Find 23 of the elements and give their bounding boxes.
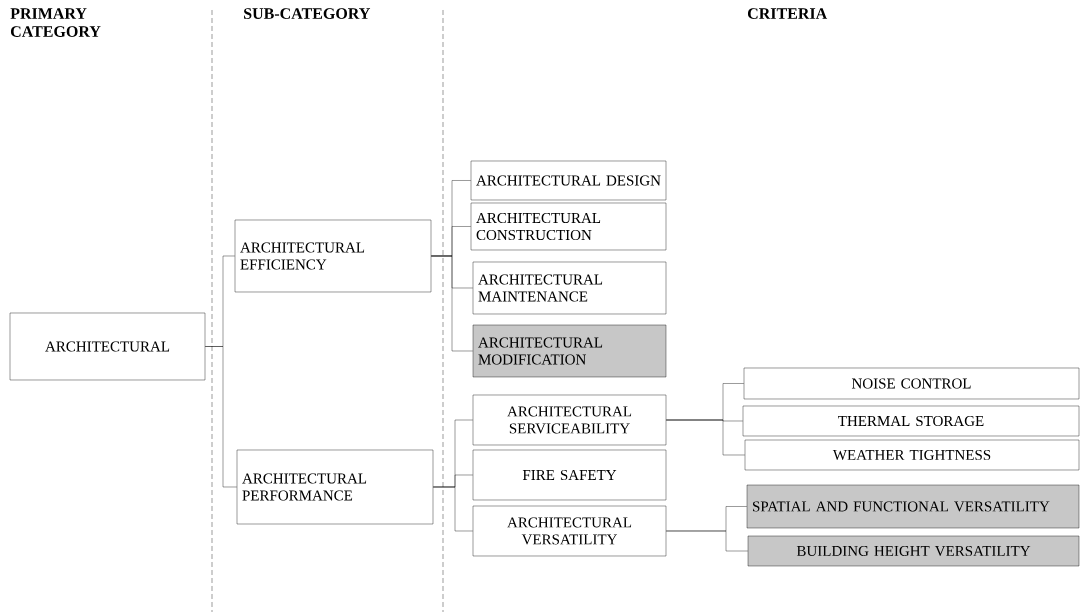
criterion-box: ARCHITECTURAL VERSATILITY <box>472 505 667 557</box>
connector-line <box>205 346 237 488</box>
criterion-box: ARCHITECTURAL CONSTRUCTION <box>470 202 667 251</box>
criterion-box: NOISE CONTROL <box>743 367 1080 400</box>
criterion-box: FIRE SAFETY <box>472 449 667 501</box>
category-box: ARCHITECTURAL <box>9 312 206 381</box>
sub-category-box: ARCHITECTURAL PERFORMANCE <box>236 449 434 525</box>
column-header: CRITERIA <box>748 8 828 19</box>
connector-line <box>433 486 473 532</box>
column-header: PRIMARY CATEGORY <box>10 8 101 37</box>
criterion-box: THERMAL STORAGE <box>742 405 1080 437</box>
criterion-box: ARCHITECTURAL DESIGN <box>470 160 667 201</box>
connector-line <box>431 255 473 352</box>
criterion-box: SPATIAL AND FUNCTIONAL VERSATILITY <box>746 484 1080 529</box>
criterion-box: WEATHER TIGHTNESS <box>744 439 1080 471</box>
sub-category-box: ARCHITECTURAL EFFICIENCY <box>234 219 432 293</box>
connector-line <box>666 419 745 456</box>
criterion-box: ARCHITECTURAL SERVICEABILITY <box>472 394 667 446</box>
criterion-box: ARCHITECTURAL MODIFICATION <box>472 324 667 378</box>
column-header: SUB-CATEGORY <box>244 8 371 19</box>
criterion-box: BUILDING HEIGHT VERSATILITY <box>747 535 1080 567</box>
connector-line <box>666 530 748 552</box>
criterion-box: ARCHITECTURAL MAINTENANCE <box>472 261 667 315</box>
